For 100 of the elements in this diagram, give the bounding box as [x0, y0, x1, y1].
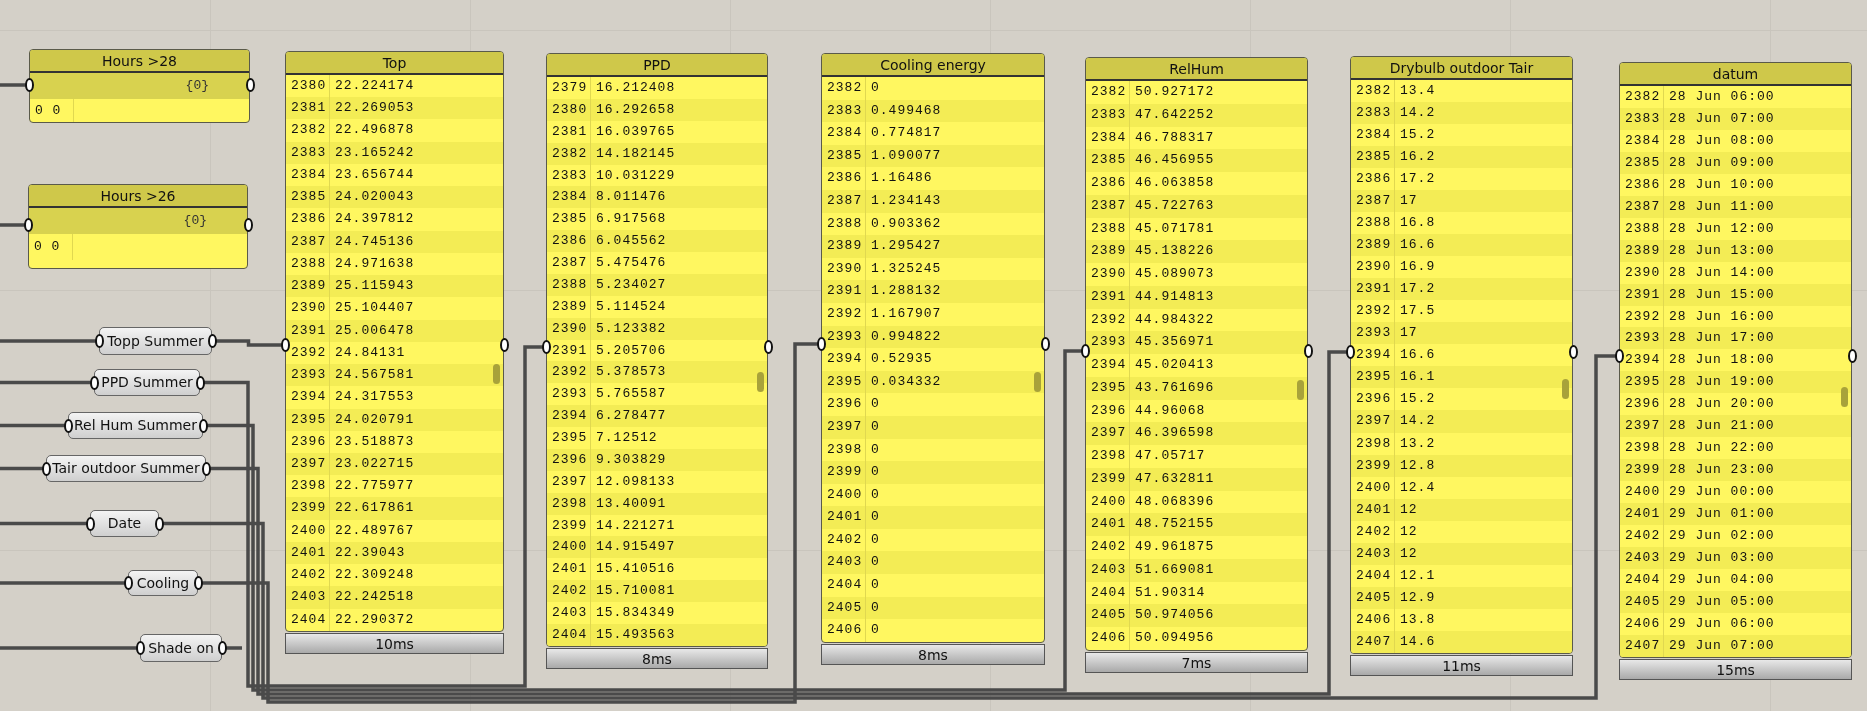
data-row: 2387 24.745136 [286, 230, 503, 253]
data-row: 2399 12.8 [1351, 454, 1572, 477]
timing-bar: 15ms [1619, 659, 1852, 680]
data-row: 2387 17 [1351, 190, 1572, 213]
data-row: 2399 22.617861 [286, 497, 503, 520]
data-row: 2399 0 [822, 461, 1044, 484]
data-row: 2384 8.011476 [547, 186, 767, 209]
data-row: 2407 29 Jun 07:00 [1620, 634, 1851, 657]
data-row: 2395 24.020791 [286, 408, 503, 431]
data-panel [28, 184, 248, 269]
data-row: 2398 13.40091 [547, 492, 767, 515]
parameter-node: PPD Summer [94, 369, 200, 396]
data-row: 2403 0 [822, 551, 1044, 575]
panel-title: Top [286, 52, 503, 75]
data-row: 2405 0 [822, 596, 1044, 620]
data-panel [1619, 62, 1852, 658]
data-row: 2395 16.1 [1351, 366, 1572, 389]
parameter-node: Shade on [140, 634, 222, 662]
panel-title: datum [1620, 63, 1851, 86]
data-row: 2393 45.356971 [1086, 331, 1307, 354]
data-row: 2385 24.020043 [286, 186, 503, 209]
data-row: 2393 28 Jun 17:00 [1620, 327, 1851, 350]
data-row: 2392 5.378573 [547, 361, 767, 384]
data-row: 2387 28 Jun 11:00 [1620, 195, 1851, 218]
data-row: 2386 6.045562 [547, 230, 767, 252]
data-row: 2390 5.123382 [547, 317, 767, 340]
timing-bar: 7ms [1085, 652, 1308, 673]
data-row: 2404 15.493563 [547, 623, 767, 646]
panel-title: PPD [547, 54, 767, 77]
data-row: 2389 25.115943 [286, 275, 503, 298]
data-row: 2382 14.182145 [547, 142, 767, 165]
data-row: 2383 0.499468 [822, 99, 1044, 123]
data-row: 2385 46.456955 [1086, 149, 1307, 172]
data-row: 2385 1.090077 [822, 144, 1044, 168]
data-row: 2396 9.303829 [547, 448, 767, 471]
data-row: 2403 12 [1351, 542, 1572, 565]
data-row: 2385 16.2 [1351, 146, 1572, 169]
data-row: 2401 48.752155 [1086, 513, 1307, 536]
data-row: 2401 22.39043 [286, 541, 503, 565]
data-row: 2387 1.234143 [822, 189, 1044, 213]
data-row: 2403 51.669081 [1086, 558, 1307, 582]
parameter-node: Topp Summer [99, 327, 212, 355]
data-panel [821, 53, 1045, 643]
data-row: 2394 6.278477 [547, 405, 767, 427]
data-row: 2397 28 Jun 21:00 [1620, 415, 1851, 438]
data-row: 2407 14.6 [1351, 630, 1572, 653]
data-panel [1350, 56, 1573, 654]
data-row: 2402 15.710081 [547, 580, 767, 602]
data-row: 2395 28 Jun 19:00 [1620, 371, 1851, 394]
panel-title: Drybulb outdoor Tair [1351, 57, 1572, 80]
timing-bar: 10ms [285, 633, 504, 654]
panel-title: RelHum [1086, 58, 1307, 81]
parameter-node: Tair outdoor Summer [46, 455, 206, 482]
data-row: 2403 22.242518 [286, 586, 503, 609]
data-row: 2391 25.006478 [286, 319, 503, 342]
panel-title: Cooling energy [822, 54, 1044, 77]
parameter-node: Cooling [128, 570, 198, 596]
data-row: 2393 24.567581 [286, 364, 503, 387]
data-row: 2397 0 [822, 415, 1044, 439]
data-row: 2391 28 Jun 15:00 [1620, 283, 1851, 306]
data-row: 2383 28 Jun 07:00 [1620, 107, 1851, 130]
data-row: 2405 50.974056 [1086, 604, 1307, 627]
data-row: 2405 12.9 [1351, 586, 1572, 609]
panel-title: Hours >26 [29, 185, 247, 208]
timing-bar: 8ms [546, 648, 768, 669]
data-row: 2385 28 Jun 09:00 [1620, 151, 1851, 174]
data-row: 2395 43.761696 [1086, 376, 1307, 400]
data-row: 2387 45.722763 [1086, 194, 1307, 218]
data-row: 2389 28 Jun 13:00 [1620, 239, 1851, 262]
branch-path: {0} [29, 208, 247, 234]
parameter-node: Date [90, 510, 159, 537]
data-row: 2401 29 Jun 01:00 [1620, 503, 1851, 526]
parameter-node: Rel Hum Summer [68, 412, 203, 439]
data-row: 2400 14.915497 [547, 536, 767, 559]
data-panel [546, 53, 768, 647]
data-row: 2405 29 Jun 05:00 [1620, 590, 1851, 613]
data-row: 2388 5.234027 [547, 273, 767, 296]
data-row: 2383 14.2 [1351, 102, 1572, 125]
data-row: 2401 0 [822, 506, 1044, 529]
data-row: 2401 12 [1351, 498, 1572, 521]
data-row: 2395 0.034332 [822, 370, 1044, 394]
branch-path: {0} [30, 73, 249, 99]
timing-bar: 8ms [821, 644, 1045, 665]
data-row: 2389 1.295427 [822, 235, 1044, 258]
data-row: 2383 23.165242 [286, 141, 503, 164]
data-row: 2399 28 Jun 23:00 [1620, 459, 1851, 482]
data-row: 2399 47.632811 [1086, 467, 1307, 491]
data-row: 2389 45.138226 [1086, 240, 1307, 263]
data-row: 2403 29 Jun 03:00 [1620, 547, 1851, 569]
data-row: 2391 1.288132 [822, 280, 1044, 303]
data-row: 2397 46.396598 [1086, 422, 1307, 445]
data-row: 2391 44.914813 [1086, 285, 1307, 309]
data-row: 2389 16.6 [1351, 234, 1572, 257]
data-row: 2383 47.642252 [1086, 103, 1307, 127]
data-panel [285, 51, 504, 632]
data-row: 2393 17 [1351, 322, 1572, 345]
data-panel [1085, 57, 1308, 651]
data-row: 2397 14.2 [1351, 410, 1572, 433]
panel-title: Hours >28 [30, 50, 249, 73]
data-row: 2397 23.022715 [286, 453, 503, 476]
